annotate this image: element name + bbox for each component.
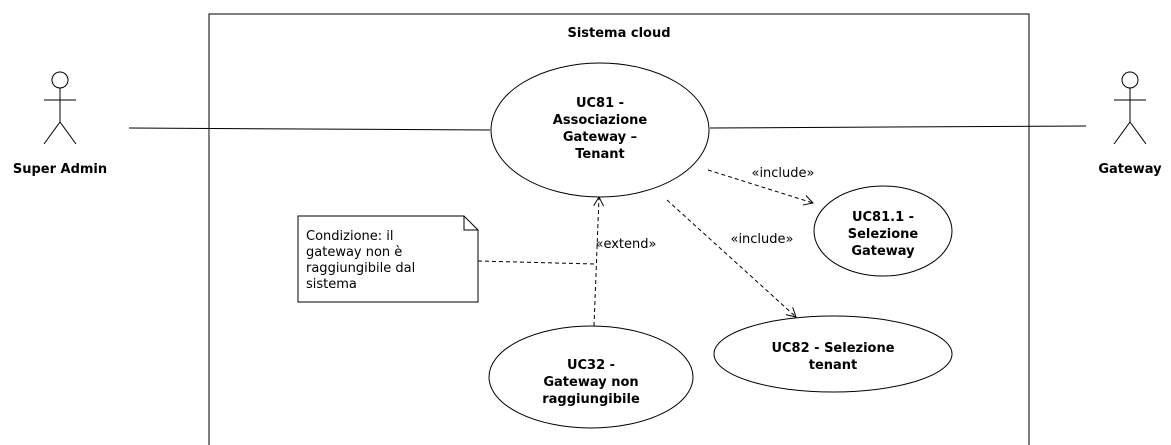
uc32-line-1: UC32 - xyxy=(567,358,615,373)
note-line-1: Condizione: il xyxy=(306,229,394,244)
uc81-1-line-1: UC81.1 - xyxy=(852,210,914,225)
include-arrow-uc82 xyxy=(666,199,797,318)
extend-arrow-uc32-uc81 xyxy=(593,195,605,327)
use-case-uc81: UC81 - Associazione Gateway – Tenant xyxy=(490,62,710,198)
actor-label-super-admin: Super Admin xyxy=(13,162,107,177)
system-title: Sistema cloud xyxy=(567,26,670,41)
uc32-line-3: raggiungibile xyxy=(542,392,640,407)
note-link xyxy=(477,260,596,265)
uc32-line-2: Gateway non xyxy=(543,375,638,390)
association-super-admin-uc81 xyxy=(128,127,491,131)
condition-note: Condizione: il gateway non è raggiungibi… xyxy=(297,215,479,303)
actor-gateway: Gateway xyxy=(1098,71,1162,177)
uc81-1-line-3: Gateway xyxy=(851,244,915,259)
actor-head-icon xyxy=(1121,71,1139,89)
use-case-uc81-1: UC81.1 - Selezione Gateway xyxy=(813,185,953,277)
use-case-uc32: UC32 - Gateway non raggiungibile xyxy=(488,325,694,429)
note-line-4: sistema xyxy=(306,277,357,292)
actor-label-gateway: Gateway xyxy=(1098,162,1162,177)
uc81-line-4: Tenant xyxy=(575,147,624,162)
uc81-line-3: Gateway – xyxy=(563,130,637,145)
actor-head-icon xyxy=(51,71,69,89)
system-boundary xyxy=(208,13,1030,445)
include-arrow-uc81-1 xyxy=(707,169,814,206)
uc82-line-1: UC82 - Selezione xyxy=(771,341,894,356)
uc81-1-line-2: Selezione xyxy=(848,227,919,242)
uc82-line-2: tenant xyxy=(809,358,858,373)
include-label-1: «include» xyxy=(751,166,814,181)
include-label-2: «include» xyxy=(730,232,793,247)
uc81-line-1: UC81 - xyxy=(576,96,624,111)
use-case-uc82: UC82 - Selezione tenant xyxy=(713,315,953,393)
note-line-3: raggiungibile dal xyxy=(306,261,415,276)
association-uc81-gateway xyxy=(709,125,1087,129)
actor-super-admin: Super Admin xyxy=(13,71,107,177)
uc81-line-2: Associazione xyxy=(553,113,648,128)
note-line-2: gateway non è xyxy=(306,245,402,260)
extend-label: «extend» xyxy=(596,237,657,252)
